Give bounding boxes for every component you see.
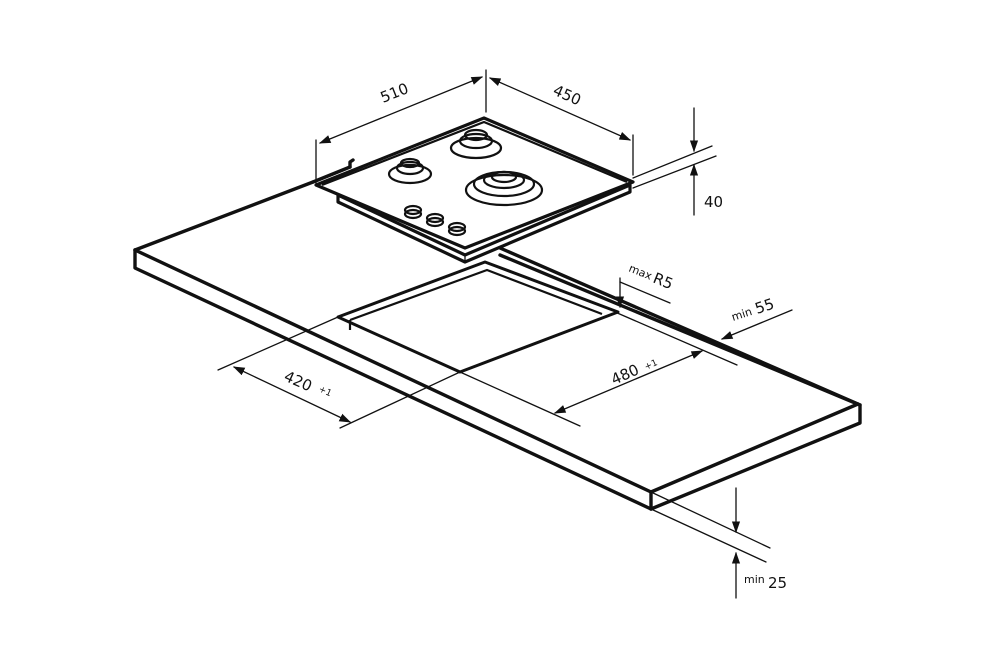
dim-label-40: 40 xyxy=(704,193,723,211)
burner-small xyxy=(387,157,433,185)
dim-label-25-prefix: min xyxy=(744,573,765,586)
dim-label-r5: R5 xyxy=(651,269,676,293)
burner-wok xyxy=(464,170,544,207)
gas-hob xyxy=(314,116,635,264)
cutout-opening xyxy=(336,260,620,374)
dim-label-r5-prefix: max xyxy=(627,262,655,283)
dim-cutout-width: 480 +1 xyxy=(459,350,704,427)
dim-corner-radius: max R5 xyxy=(615,262,676,309)
control-knobs xyxy=(403,204,467,237)
dim-back-clearance: min 55 xyxy=(614,295,793,366)
dim-label-25: 25 xyxy=(768,574,787,592)
dim-hob-height: 40 xyxy=(632,107,723,216)
dim-label-510: 510 xyxy=(378,79,411,106)
dim-label-420-tol: +1 xyxy=(317,385,333,400)
dim-label-55: 55 xyxy=(753,295,777,318)
dim-label-450: 450 xyxy=(550,81,583,109)
dim-cutout-depth: 420 +1 xyxy=(217,316,461,429)
worktop xyxy=(133,158,862,511)
dim-label-480-tol: +1 xyxy=(643,358,659,373)
dim-worktop-thickness: min 25 xyxy=(650,487,787,599)
dim-label-55-prefix: min xyxy=(730,305,754,324)
dim-label-480: 480 xyxy=(608,361,641,389)
dim-label-420: 420 xyxy=(281,367,314,395)
